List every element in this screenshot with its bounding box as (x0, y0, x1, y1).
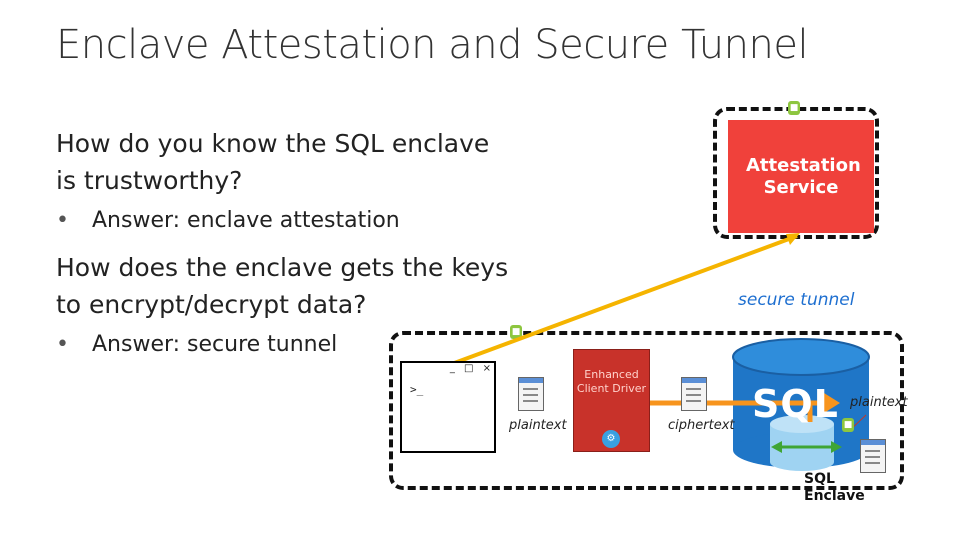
driver-label: Enhanced Client Driver (576, 368, 647, 395)
answer-tunnel: • Answer: secure tunnel (56, 332, 337, 357)
client-boundary (389, 331, 904, 490)
attestation-service-label: Attestation Service (746, 154, 861, 198)
document-icon (860, 439, 886, 473)
answer-attestation: • Answer: enclave attestation (56, 208, 400, 233)
window-controls: _ □ × (402, 363, 494, 377)
green-arrowhead-right (831, 441, 842, 453)
attestation-service-box: Attestation Service (728, 120, 874, 233)
lock-icon: ■ (788, 101, 800, 115)
ciphertext-label: ciphertext (668, 418, 735, 433)
gear-badge-icon: ⚙ (602, 430, 620, 448)
sql-logo-text: SQL (752, 382, 839, 426)
secure-tunnel-label: secure tunnel (738, 290, 855, 310)
tunnel-arrowhead (786, 233, 800, 245)
document-icon (681, 377, 707, 411)
arrowhead-right (824, 393, 840, 413)
lock-icon: ■ (842, 418, 854, 432)
green-arrowhead-left (771, 441, 782, 453)
answer-tunnel-text: Answer: secure tunnel (92, 332, 338, 357)
secure-tunnel-line (429, 234, 798, 374)
answer-attestation-text: Answer: enclave attestation (92, 208, 400, 233)
question-keys: How does the enclave gets the keys to en… (56, 253, 509, 319)
sql-enclave-label: SQL Enclave (804, 471, 865, 504)
document-icon (518, 377, 544, 411)
lock-icon: ■ (510, 325, 522, 339)
app-window-icon: _ □ × >_ (400, 361, 496, 453)
bullet-icon: • (56, 208, 69, 233)
question-trust: How do you know the SQL enclave is trust… (56, 129, 490, 195)
slide-title: Enclave Attestation and Secure Tunnel (56, 22, 809, 68)
bullet-icon: • (56, 332, 69, 357)
plaintext-label-right: plaintext (850, 395, 908, 410)
client-driver-box: Enhanced Client Driver ⚙ (573, 349, 650, 452)
plaintext-label-left: plaintext (509, 418, 567, 433)
window-prompt: >_ (410, 383, 424, 396)
